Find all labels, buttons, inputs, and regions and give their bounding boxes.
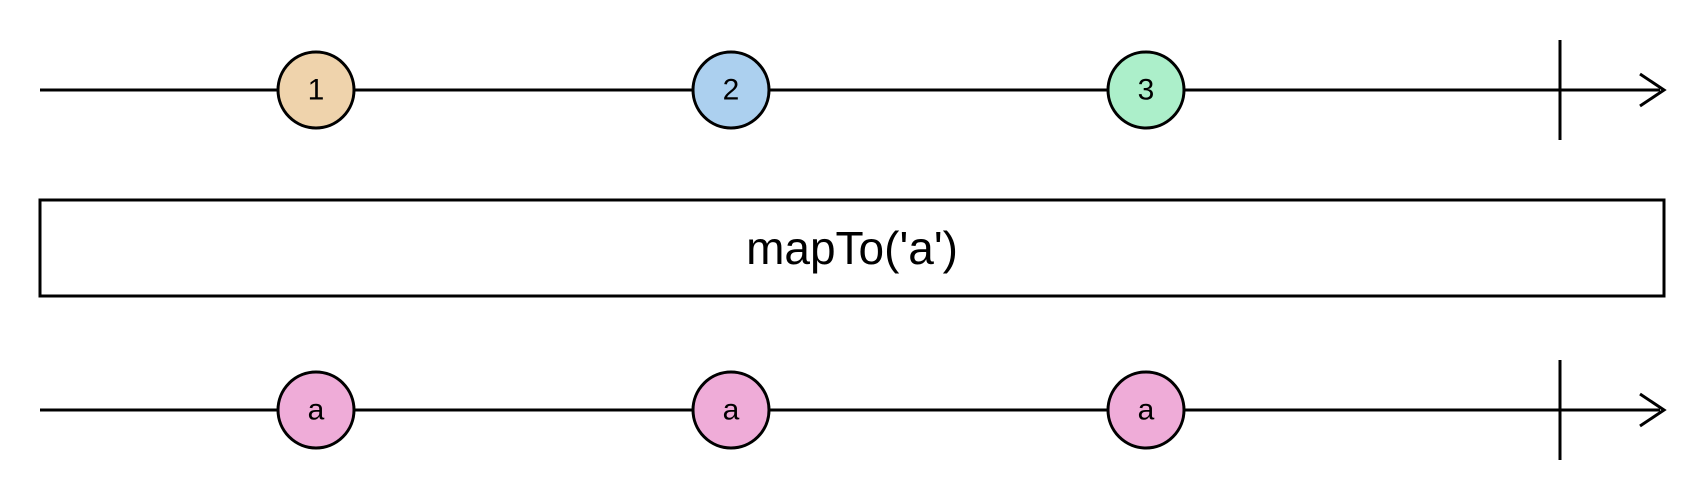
operator-label: mapTo('a') <box>746 222 958 274</box>
input-marble-circle <box>691 50 771 130</box>
output-marble-circle <box>1106 370 1186 450</box>
input-marble-circle <box>1106 50 1186 130</box>
output-marble-label: a <box>308 394 325 427</box>
input-marble-label: 2 <box>723 74 740 107</box>
output-marble: a <box>1106 370 1186 450</box>
output-marble-label: a <box>1138 394 1155 427</box>
input-marble-label: 3 <box>1138 74 1155 107</box>
input-marble: 3 <box>1106 50 1186 130</box>
operator: mapTo('a') <box>38 198 1666 298</box>
input-marble-circle <box>276 50 356 130</box>
output-marble: a <box>276 370 356 450</box>
output-marble-label: a <box>723 394 740 427</box>
output-timeline: a a a <box>40 360 1667 460</box>
output-timeline-arrowhead <box>1639 392 1667 428</box>
output-marble-circle <box>276 370 356 450</box>
input-marble-label: 1 <box>308 74 325 107</box>
output-marble-circle <box>691 370 771 450</box>
input-timeline-arrowhead <box>1639 72 1667 108</box>
input-marble: 1 <box>276 50 356 130</box>
input-timeline: 1 2 3 <box>40 40 1667 140</box>
input-marble: 2 <box>691 50 771 130</box>
operator-box <box>38 198 1666 298</box>
output-marble: a <box>691 370 771 450</box>
